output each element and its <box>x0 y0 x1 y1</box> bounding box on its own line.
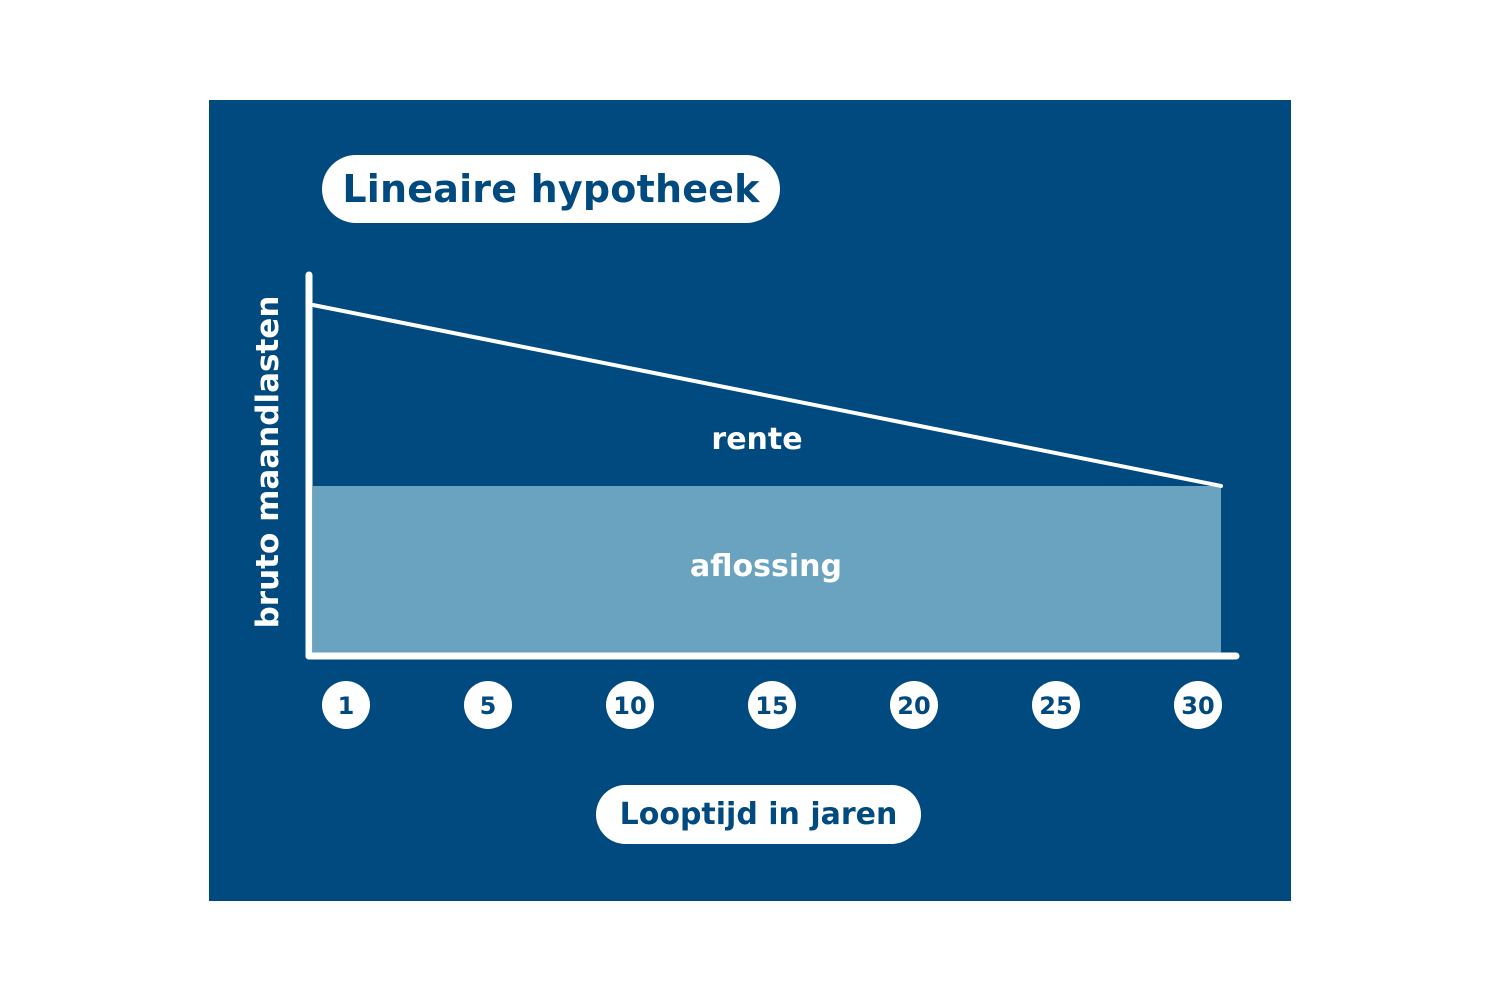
x-tick-bubble <box>322 681 370 729</box>
x-tick-30: 30 <box>1174 681 1222 729</box>
x-tick-bubble <box>464 681 512 729</box>
x-axis-label: Looptijd in jaren <box>596 785 921 844</box>
x-tick-label: 30 <box>1181 692 1214 720</box>
x-tick-bubble <box>890 681 938 729</box>
x-tick-bubble <box>1032 681 1080 729</box>
x-tick-label: 10 <box>613 692 646 720</box>
x-tick-15: 15 <box>748 681 796 729</box>
x-tick-label: 25 <box>1039 692 1072 720</box>
x-tick-label: 5 <box>480 692 497 720</box>
x-tick-label: 15 <box>755 692 788 720</box>
rente-line <box>311 303 1223 488</box>
x-tick-label: 20 <box>897 692 930 720</box>
aflossing-area <box>313 485 1221 653</box>
rente-label: rente <box>711 422 802 457</box>
chart-title: Lineaire hypotheek <box>322 155 780 223</box>
x-tick-bubble <box>606 681 654 729</box>
x-tick-20: 20 <box>890 681 938 729</box>
aflossing-label: aflossing <box>690 549 842 584</box>
x-tick-label: 1 <box>338 692 355 720</box>
x-tick-bubble <box>1174 681 1222 729</box>
x-tick-25: 25 <box>1032 681 1080 729</box>
x-tick-5: 5 <box>464 681 512 729</box>
x-tick-10: 10 <box>606 681 654 729</box>
x-tick-bubble <box>748 681 796 729</box>
x-tick-1: 1 <box>322 681 370 729</box>
